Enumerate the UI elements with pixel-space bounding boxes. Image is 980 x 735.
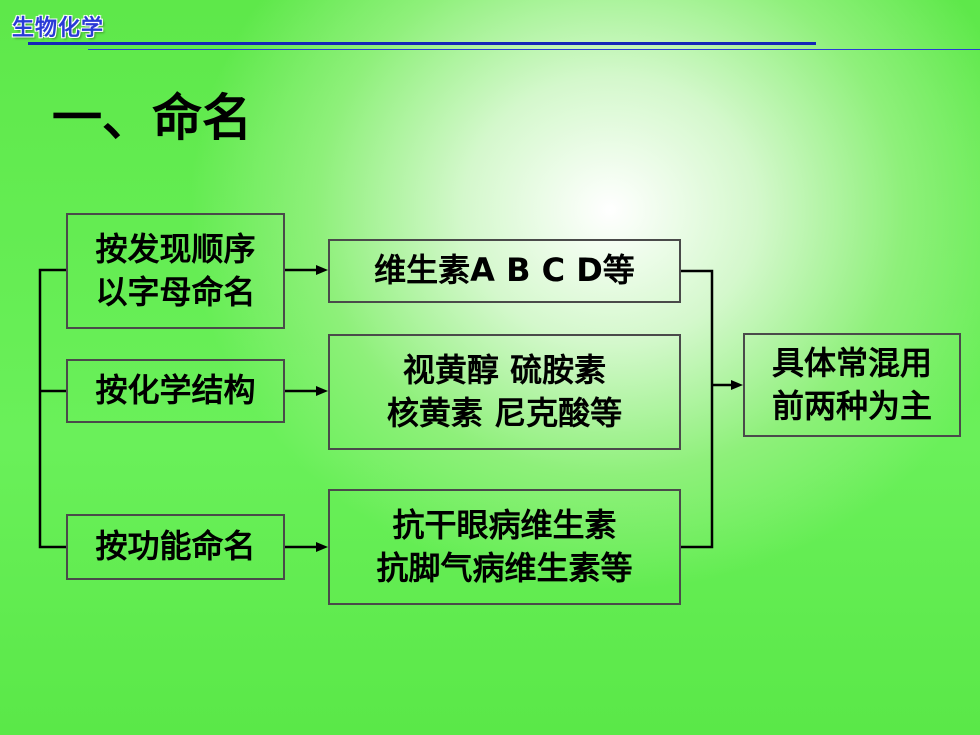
arrow-head-2 — [316, 386, 328, 396]
method-box-letter: 按发现顺序 以字母命名 — [66, 213, 285, 329]
header-rule-thin — [88, 49, 980, 50]
method-box-structure: 按化学结构 — [66, 359, 285, 423]
arrow-head-1 — [316, 265, 328, 275]
course-logo: 生物化学 — [12, 16, 105, 41]
right-bracket — [681, 269, 714, 549]
example-box-structure: 视黄醇 硫胺素 核黄素 尼克酸等 — [328, 334, 681, 450]
left-bracket — [38, 268, 66, 549]
header-rule — [28, 42, 816, 45]
example-box-letters: 维生素A B C D等 — [328, 239, 681, 303]
method-box-function: 按功能命名 — [66, 514, 285, 580]
conclusion-box: 具体常混用 前两种为主 — [743, 333, 961, 437]
example-box-function: 抗干眼病维生素 抗脚气病维生素等 — [328, 489, 681, 605]
arrow-head-4 — [731, 380, 743, 390]
arrow-head-3 — [316, 542, 328, 552]
slide-title: 一、命名 — [52, 89, 252, 147]
